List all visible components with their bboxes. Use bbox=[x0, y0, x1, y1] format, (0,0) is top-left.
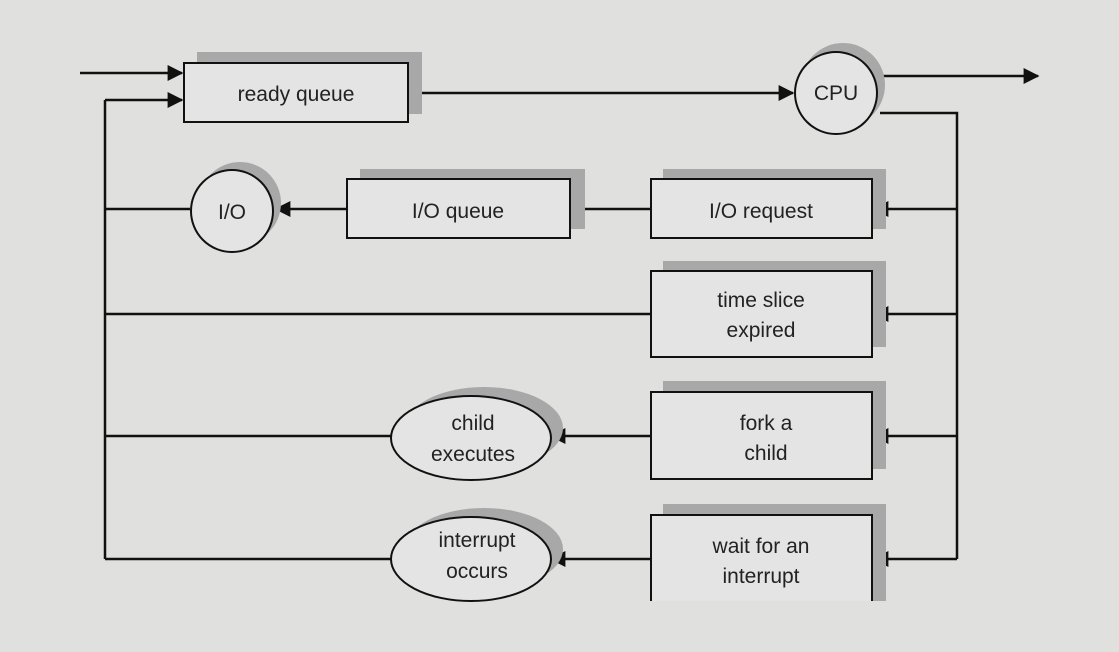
wait-interrupt-box: wait for an interrupt bbox=[650, 504, 886, 615]
io-queue-label: I/O queue bbox=[412, 200, 504, 223]
cpu-circle: CPU bbox=[794, 43, 885, 135]
cpu-label: CPU bbox=[814, 82, 858, 105]
ready-queue-box: ready queue bbox=[183, 52, 422, 123]
child-executes-line-2: executes bbox=[431, 443, 515, 466]
fork-child-line-1: fork a bbox=[740, 412, 793, 435]
interrupt-occurs-line-1: interrupt bbox=[438, 529, 515, 552]
right-bus bbox=[880, 111, 959, 559]
time-slice-line-2: expired bbox=[727, 319, 796, 342]
fork-child-line-2: child bbox=[744, 442, 787, 465]
wait-interrupt-line-2: interrupt bbox=[722, 565, 799, 588]
connector-lines bbox=[80, 65, 1040, 567]
ready-queue-label: ready queue bbox=[238, 83, 355, 106]
io-circle: I/O bbox=[190, 162, 281, 253]
interrupt-occurs-ellipse: interrupt occurs bbox=[390, 508, 563, 602]
io-request-label: I/O request bbox=[709, 200, 813, 223]
bottom-mask bbox=[640, 601, 900, 652]
child-executes-ellipse: child executes bbox=[390, 387, 563, 481]
io-queue-box: I/O queue bbox=[346, 169, 585, 239]
time-slice-line-1: time slice bbox=[717, 289, 805, 312]
wait-interrupt-line-1: wait for an bbox=[712, 535, 810, 558]
fork-child-box: fork a child bbox=[650, 381, 886, 480]
io-label: I/O bbox=[218, 201, 246, 224]
child-executes-line-1: child bbox=[451, 412, 494, 435]
interrupt-occurs-line-2: occurs bbox=[446, 560, 508, 583]
time-slice-box: time slice expired bbox=[650, 261, 886, 358]
io-request-box: I/O request bbox=[650, 169, 886, 239]
